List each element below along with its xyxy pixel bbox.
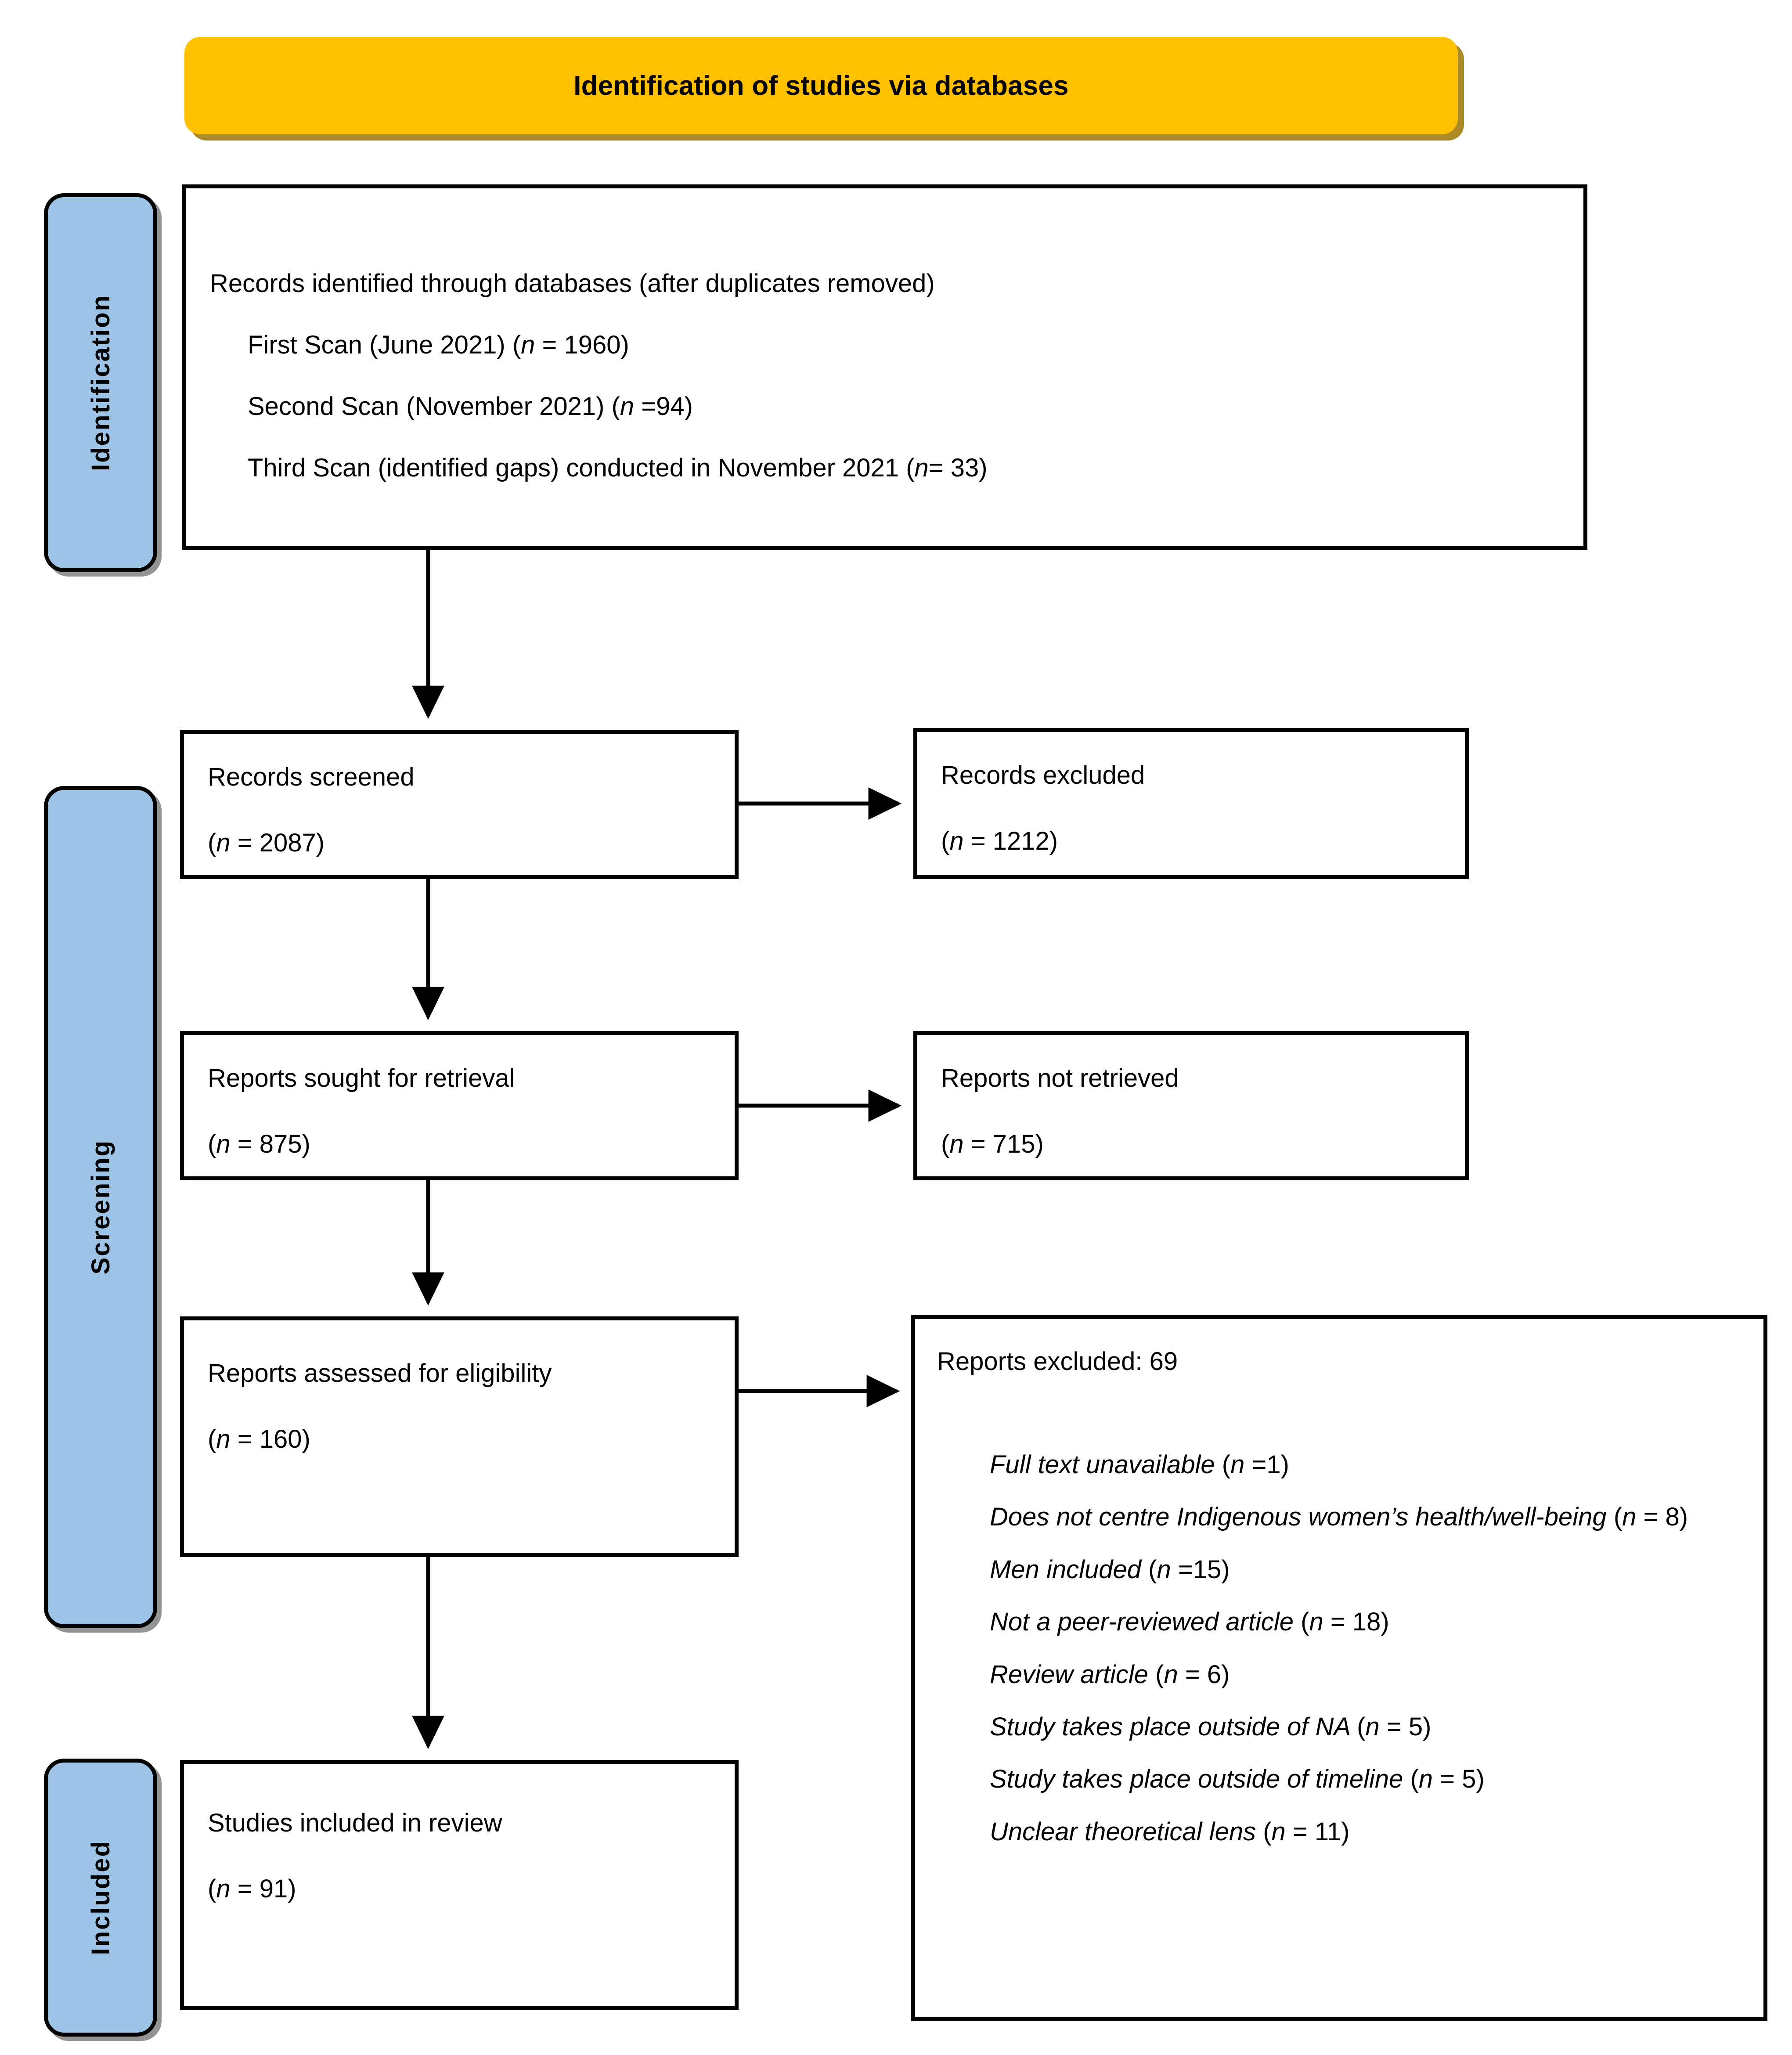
scan-line-second: Second Scan (November 2021) (n =94) [248,392,693,421]
reports-not-retrieved-box: Reports not retrieved (n = 715) [913,1031,1469,1180]
reports-not-retrieved-count: (n = 715) [941,1129,1044,1158]
studies-included-box: Studies included in review (n = 91) [180,1760,739,2010]
exclusion-reason-item: Men included (n =15) [990,1555,1230,1584]
reports-excluded-reasons-box: Reports excluded: 69 Full text unavailab… [911,1315,1767,2021]
studies-included-count: (n = 91) [208,1874,296,1903]
reports-sought-count: (n = 875) [208,1129,310,1158]
reports-assessed-count: (n = 160) [208,1424,310,1453]
exclusion-reason-item: Does not centre Indigenous women’s healt… [990,1503,1688,1532]
exclusion-reason-item: Not a peer-reviewed article (n = 18) [990,1608,1389,1637]
reports-not-retrieved-label: Reports not retrieved [941,1064,1179,1092]
scan-line-third: Third Scan (identified gaps) conducted i… [248,453,988,482]
exclusion-reason-item: Review article (n = 6) [990,1660,1230,1689]
records-excluded-count: (n = 1212) [941,826,1058,855]
exclusion-reason-item: Full text unavailable (n =1) [990,1450,1289,1479]
reports-sought-label: Reports sought for retrieval [208,1064,515,1092]
reports-assessed-box: Reports assessed for eligibility (n = 16… [180,1316,739,1557]
exclusion-reason-item: Study takes place outside of NA (n = 5) [990,1712,1431,1741]
stage-identification-text: Identification [86,294,115,471]
records-identified-heading: Records identified through databases (af… [210,269,935,298]
banner-title: Identification of studies via databases [573,70,1069,101]
exclusion-reason-item: Unclear theoretical lens (n = 11) [990,1817,1350,1846]
stage-label-identification: Identification [44,193,157,572]
records-excluded-label: Records excluded [941,761,1145,790]
records-identified-box: Records identified through databases (af… [182,184,1587,550]
exclusion-reason-list: Full text unavailable (n =1) Does not ce… [937,1448,1742,1848]
stage-included-text: Included [86,1840,115,1955]
reports-sought-box: Reports sought for retrieval (n = 875) [180,1031,739,1180]
scan-line-first: First Scan (June 2021) (n = 1960) [248,330,629,359]
reports-assessed-label: Reports assessed for eligibility [208,1359,552,1388]
stage-label-screening: Screening [44,786,157,1628]
reports-excluded-title: Reports excluded: 69 [937,1347,1178,1376]
records-screened-count: (n = 2087) [208,828,325,857]
stage-screening-text: Screening [86,1139,115,1275]
identification-banner: Identification of studies via databases [184,37,1458,134]
studies-included-label: Studies included in review [208,1809,502,1837]
records-excluded-box: Records excluded (n = 1212) [913,728,1469,879]
records-screened-label: Records screened [208,763,415,791]
records-screened-box: Records screened (n = 2087) [180,730,739,879]
stage-label-included: Included [44,1759,157,2037]
exclusion-reason-item: Study takes place outside of timeline (n… [990,1765,1485,1794]
